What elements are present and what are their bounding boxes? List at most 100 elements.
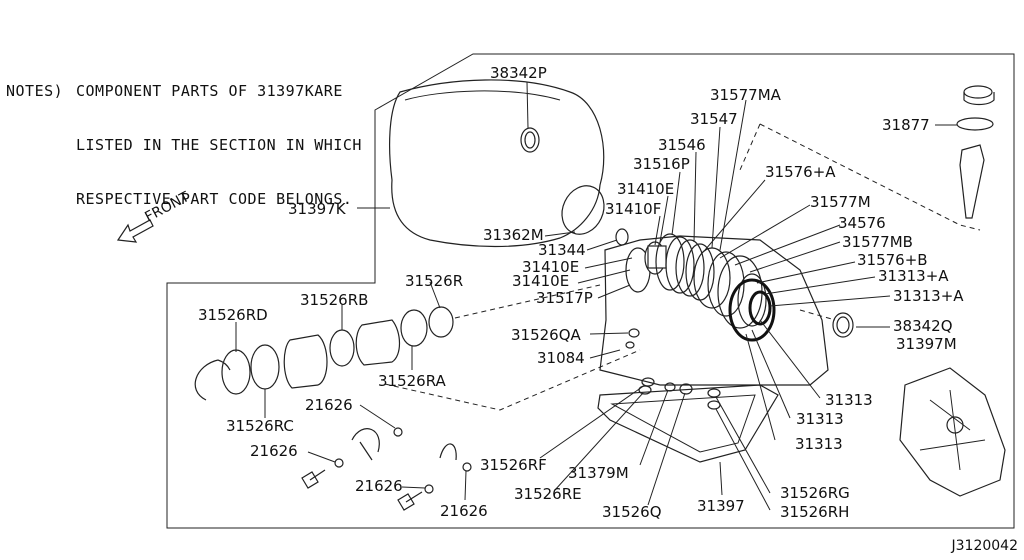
- label-31576A: 31576+A: [765, 163, 836, 181]
- case-edge-detail: [404, 90, 561, 101]
- label-31344: 31344: [538, 241, 586, 259]
- label-21626-b: 21626: [250, 442, 298, 460]
- label-31410E-a: 31410E: [617, 180, 674, 198]
- diagram-reference-code: J3120042: [951, 538, 1018, 554]
- label-31313-c: 31313: [795, 435, 843, 453]
- oring-31526RB: [329, 329, 355, 367]
- label-31362M: 31362M: [483, 226, 544, 244]
- dash-bottom: [384, 349, 641, 411]
- label-31577M: 31577M: [810, 193, 871, 211]
- washer-21626-a: [393, 427, 403, 437]
- label-31410F: 31410F: [605, 200, 661, 218]
- washer-31344: [615, 228, 629, 246]
- label-21626-a: 21626: [305, 396, 353, 414]
- label-31410E-b: 31410E: [522, 258, 579, 276]
- label-31547: 31547: [690, 110, 738, 128]
- seal-38342P-inner: [524, 131, 536, 149]
- label-31526RF: 31526RF: [480, 456, 547, 474]
- oring-31526RG: [707, 388, 721, 398]
- oring-31526RD: [221, 349, 251, 395]
- dash-rings: [454, 284, 601, 319]
- oring-31526RA: [400, 309, 428, 347]
- notes-head: NOTES): [6, 82, 64, 100]
- label-31577MA: 31577MA: [710, 86, 782, 104]
- label-31577MB: 31577MB: [842, 233, 913, 251]
- label-31526QA: 31526QA: [511, 326, 582, 344]
- plate-34576: [707, 251, 745, 317]
- notes-line-1: COMPONENT PARTS OF 31397KARE: [76, 82, 343, 100]
- piston-2: [355, 319, 401, 366]
- plate-31577MA: [675, 239, 705, 297]
- label-21626-c: 21626: [355, 477, 403, 495]
- plate-31547: [665, 236, 695, 294]
- ring-31313: [728, 278, 776, 342]
- oring-31526RH: [707, 400, 721, 410]
- label-31526RG: 31526RG: [780, 484, 850, 502]
- label-31526RH: 31526RH: [780, 503, 849, 521]
- housing-31517P: [599, 235, 829, 386]
- sensor-dash: [759, 123, 981, 231]
- cover-boss: [946, 416, 964, 434]
- sensor-31877: [956, 85, 995, 219]
- bolt-2: [397, 491, 423, 511]
- oring-31526RC: [250, 344, 280, 390]
- label-31516P: 31516P: [633, 155, 690, 173]
- oring-31379M: [664, 382, 676, 392]
- leader-lines: [235, 81, 957, 511]
- label-21626-d: 21626: [440, 502, 488, 520]
- tube-right: [439, 443, 457, 461]
- label-31379M: 31379M: [568, 464, 629, 482]
- seal-38342Q: [832, 312, 854, 338]
- label-31526RA: 31526RA: [378, 372, 447, 390]
- notes-line-2: LISTED IN THE SECTION IN WHICH: [76, 136, 362, 154]
- label-31576B: 31576+B: [857, 251, 928, 269]
- label-31526R: 31526R: [405, 272, 463, 290]
- notes-line-3: RESPECTIVE PART CODE BELONGS.: [76, 190, 353, 208]
- oring-31526RE: [638, 385, 652, 395]
- label-31397M: 31397M: [896, 335, 957, 353]
- label-31526Q: 31526Q: [602, 503, 662, 521]
- oring-31526Q: [679, 383, 693, 395]
- label-31517P: 31517P: [536, 289, 593, 307]
- label-31397K: 31397K: [288, 200, 347, 218]
- clutch-pack: [625, 233, 776, 342]
- label-31313A-a: 31313+A: [878, 267, 949, 285]
- plug-31526QA: [628, 328, 640, 338]
- label-31313-a: 31313: [825, 391, 873, 409]
- label-31313A-b: 31313+A: [893, 287, 964, 305]
- notes-block: NOTES) COMPONENT PARTS OF 31397KARE LISTE…: [6, 46, 362, 226]
- label-31526RD: 31526RD: [198, 306, 268, 324]
- piston-1: [283, 334, 328, 389]
- cover-31397M: [899, 367, 1006, 497]
- washer-21626-c: [424, 484, 434, 494]
- part-labels: 38342P 31577MA 31547 31877 31546 31516P …: [198, 64, 964, 521]
- label-31526RB: 31526RB: [300, 291, 368, 309]
- label-31313-b: 31313: [796, 410, 844, 428]
- label-31526RE: 31526RE: [514, 485, 582, 503]
- tube-left: [351, 428, 380, 461]
- label-31397: 31397: [697, 497, 745, 515]
- plate-31546: [655, 233, 685, 291]
- snap-ring-31313A: [748, 290, 772, 326]
- oring-31526R: [428, 306, 454, 338]
- plug-31084: [625, 341, 635, 349]
- label-34576: 34576: [838, 214, 886, 232]
- label-31877: 31877: [882, 116, 930, 134]
- label-31546: 31546: [658, 136, 706, 154]
- oil-pan-31397: [597, 384, 779, 463]
- seal-38342Q-inner: [836, 316, 850, 334]
- washer-21626-d: [462, 462, 472, 472]
- label-31084: 31084: [537, 349, 585, 367]
- sensor-dash-2: [739, 123, 761, 171]
- label-38342P: 38342P: [490, 64, 547, 82]
- label-38342Q: 38342Q: [893, 317, 953, 335]
- snap-ring-left: [194, 359, 231, 401]
- transmission-case-31397K: [389, 79, 605, 248]
- seal-38342P: [520, 127, 540, 153]
- label-31410E-c: 31410E: [512, 272, 569, 290]
- o-ring-31362M: [561, 185, 605, 235]
- plate-31576B: [737, 273, 767, 327]
- washer-21626-b: [334, 458, 344, 468]
- cover-ribs: [919, 389, 986, 471]
